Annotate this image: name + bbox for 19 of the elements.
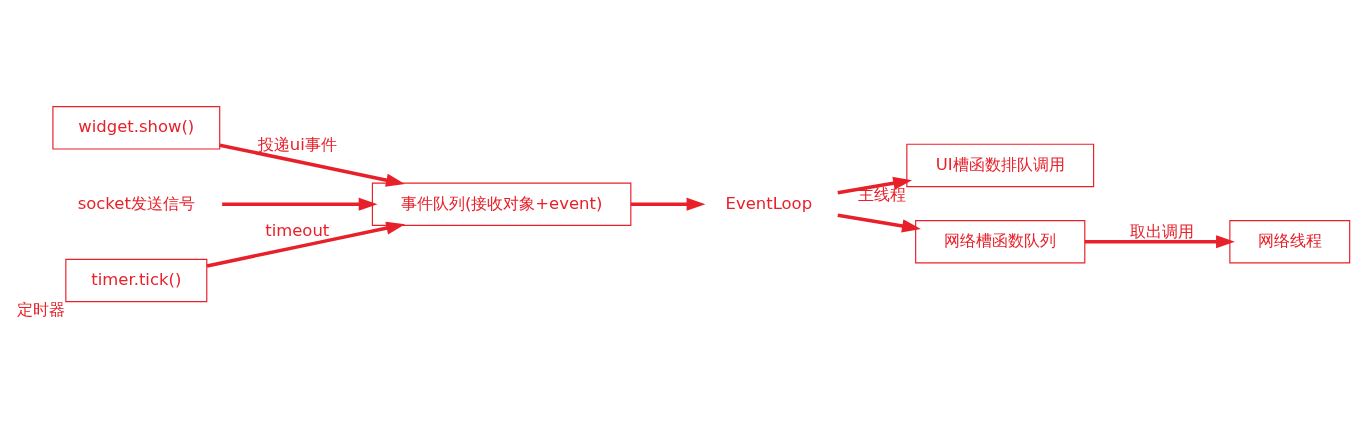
arrow (1084, 234, 1235, 248)
node-label: 定时器 (16, 299, 65, 319)
node-box: widget.show() (52, 105, 221, 150)
node-text: socket发送信号 (77, 193, 195, 213)
arrow (837, 213, 921, 232)
node-box: 事件队列(接收对象+event) (371, 181, 632, 226)
edge-label: 取出调用 (1129, 221, 1194, 241)
arrow (222, 197, 378, 211)
arrow (630, 197, 706, 211)
edge-label: 投递ui事件 (257, 134, 337, 154)
arrow (206, 221, 406, 268)
arrow (837, 176, 913, 194)
node-box: timer.tick() (65, 258, 208, 302)
arrow (219, 142, 405, 187)
edge-label: timeout (265, 220, 330, 240)
node-box: 网络线程 (1229, 219, 1351, 263)
node-box: UI槽函数排队调用 (906, 143, 1095, 187)
node-text: EventLoop (725, 193, 813, 213)
node-box: 网络槽函数队列 (915, 219, 1086, 263)
